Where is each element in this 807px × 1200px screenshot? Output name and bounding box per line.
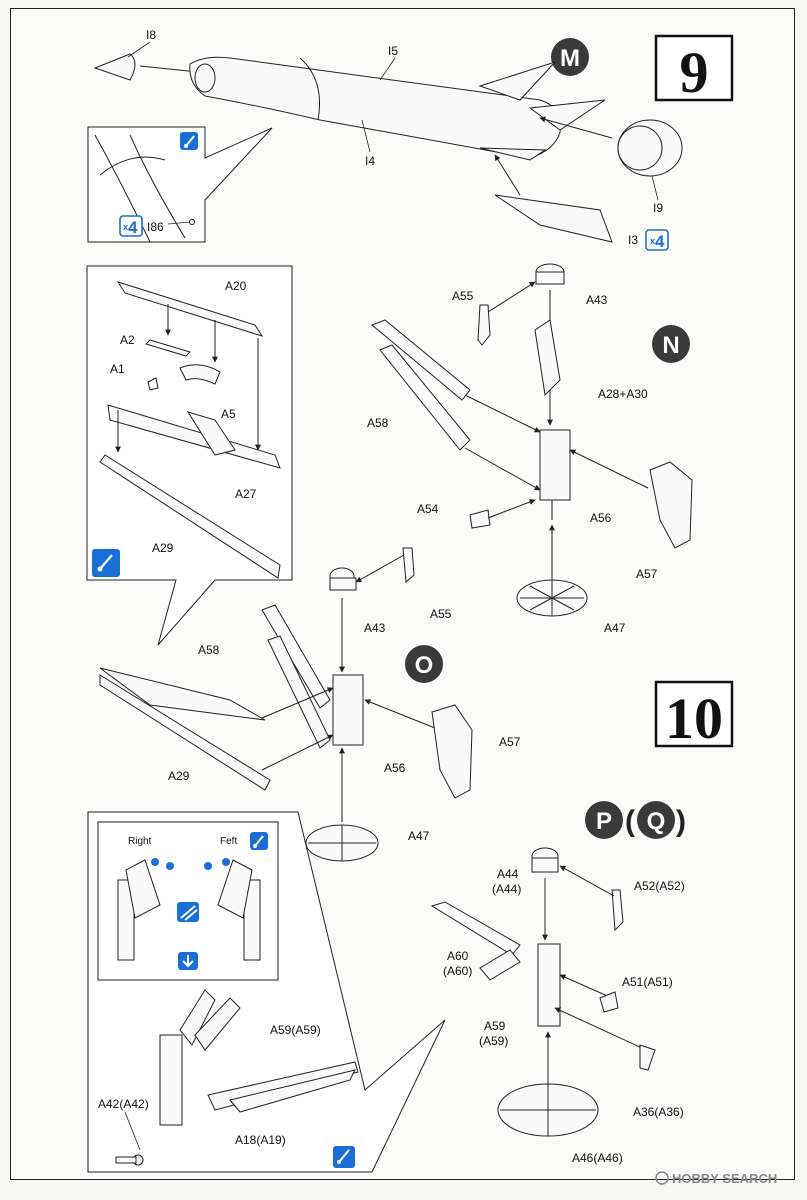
label-i9: I9 — [653, 201, 663, 215]
stand-assembly-p — [430, 847, 656, 1137]
label-a44-paren: (A44) — [492, 882, 521, 896]
label-a42: A42(A42) — [98, 1097, 149, 1111]
label-a59: A59 — [484, 1019, 506, 1033]
svg-text:): ) — [676, 805, 686, 838]
label-a27: A27 — [235, 487, 257, 501]
svg-text:M: M — [560, 45, 580, 72]
stand-assembly-o — [99, 547, 473, 862]
substep-p-q-marker: P ( Q ) — [585, 801, 686, 839]
label-a56-o: A56 — [384, 761, 406, 775]
nose-cone-part — [93, 53, 199, 81]
label-a29: A29 — [152, 541, 174, 555]
label-a59-paren: (A59) — [479, 1034, 508, 1048]
label-a43-o: A43 — [364, 621, 386, 635]
label-a2: A2 — [120, 333, 135, 347]
substep-n-marker: N — [652, 325, 690, 363]
label-i5: I5 — [388, 44, 398, 58]
label-a59-inset: A59(A59) — [270, 1023, 321, 1037]
label-a56: A56 — [590, 511, 612, 525]
label-a29-o: A29 — [168, 769, 190, 783]
fin-part — [494, 154, 613, 243]
label-a47: A47 — [604, 621, 626, 635]
quantity-badge-i3: x 4 — [645, 229, 669, 251]
label-a44: A44 — [497, 867, 519, 881]
label-a47-o: A47 — [408, 829, 430, 843]
step-10-number: 10 — [665, 686, 723, 751]
svg-text:HOBBY SEARCH: HOBBY SEARCH — [672, 1171, 777, 1186]
label-a57-o: A57 — [499, 735, 521, 749]
watermark: HOBBY SEARCH — [655, 1171, 777, 1186]
svg-text:P: P — [596, 808, 612, 835]
detail-inset-a29-assembly — [86, 265, 293, 646]
label-a52: A52(A52) — [634, 879, 685, 893]
label-i3: I3 — [628, 233, 638, 247]
label-a46: A46(A46) — [572, 1151, 623, 1165]
stand-assembly-n — [371, 263, 693, 617]
label-i8: I8 — [146, 28, 156, 42]
step-10-box: 10 — [654, 680, 734, 751]
label-a1: A1 — [110, 362, 125, 376]
substep-o-marker: O — [405, 645, 443, 683]
label-i86: I86 — [147, 220, 164, 234]
label-a43: A43 — [586, 293, 608, 307]
svg-text:x: x — [650, 236, 655, 246]
svg-text:4: 4 — [655, 232, 665, 251]
label-a60-paren: (A60) — [443, 964, 472, 978]
svg-text:N: N — [662, 332, 679, 359]
step-9-box: 9 — [654, 34, 734, 105]
label-a18: A18(A19) — [235, 1133, 286, 1147]
label-a20: A20 — [225, 279, 247, 293]
svg-text:Q: Q — [647, 808, 666, 835]
label-a58: A58 — [367, 416, 389, 430]
svg-text:x: x — [123, 222, 128, 232]
label-a51: A51(A51) — [622, 975, 673, 989]
label-a36: A36(A36) — [633, 1105, 684, 1119]
exhaust-ring-part — [539, 116, 683, 177]
label-i4: I4 — [365, 154, 375, 168]
detail-inset-bottom — [87, 811, 446, 1173]
svg-text:4: 4 — [128, 218, 138, 237]
label-a55: A55 — [452, 289, 474, 303]
label-a58-o: A58 — [198, 643, 220, 657]
fuselage-part — [189, 56, 606, 161]
label-a5: A5 — [221, 407, 236, 421]
label-right: Right — [128, 836, 152, 847]
substep-m-marker: M — [551, 38, 589, 76]
label-a55-o: A55 — [430, 607, 452, 621]
label-a57: A57 — [636, 567, 658, 581]
svg-text:(: ( — [625, 805, 635, 838]
label-a28-a30: A28+A30 — [598, 387, 648, 401]
label-a54: A54 — [417, 502, 439, 516]
label-a60: A60 — [447, 949, 469, 963]
step-9-number: 9 — [680, 40, 709, 105]
detail-inset-i86: x 4 — [87, 126, 273, 243]
label-left: Feft — [220, 836, 237, 847]
svg-text:O: O — [415, 652, 434, 679]
